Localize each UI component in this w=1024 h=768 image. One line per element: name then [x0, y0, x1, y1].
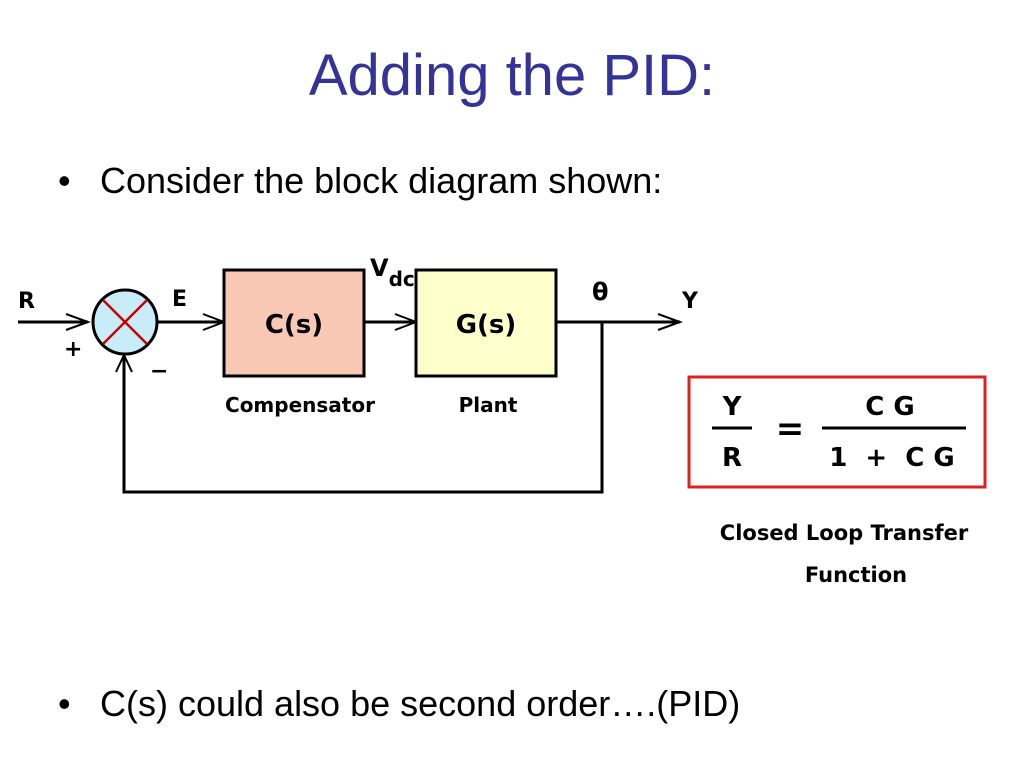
- feedback-arrow: [115, 352, 133, 373]
- slide-title: Adding the PID:: [308, 43, 716, 108]
- plant-label: G(s): [456, 310, 517, 340]
- tf-equals: =: [776, 409, 805, 449]
- compensator-caption: Compensator: [225, 393, 375, 417]
- vdc-main: V: [370, 254, 389, 282]
- bullet-dot: •: [58, 160, 71, 201]
- plant-caption: Plant: [459, 393, 518, 417]
- output-arrow: [657, 313, 683, 331]
- bullet-text: Consider the block diagram shown:: [100, 160, 663, 201]
- input-label: R: [18, 289, 35, 314]
- minus-sign: −: [150, 359, 168, 384]
- bullet-pid: • C(s) could also be second order….(PID): [58, 683, 740, 725]
- feedback-path: [122, 322, 604, 494]
- vdc-label: Vdc: [370, 254, 415, 291]
- transfer-function: Y R = C G 1 + C G: [687, 375, 987, 489]
- transfer-function-box: [687, 375, 987, 489]
- bullet-text: C(s) could also be second order….(PID): [100, 683, 741, 724]
- tf-lhs-numerator: Y: [722, 392, 743, 422]
- bullet-dot: •: [58, 683, 71, 724]
- tf-rhs-denominator: 1 + C G: [829, 443, 955, 473]
- compensator-label: C(s): [265, 310, 323, 340]
- plant-block: [414, 268, 558, 378]
- tf-lhs-denominator: R: [722, 443, 742, 473]
- output-label: Y: [681, 289, 699, 314]
- plus-sign: +: [64, 337, 82, 362]
- tf-rhs-numerator: C G: [865, 392, 914, 422]
- bullet-consider: • Consider the block diagram shown:: [58, 160, 662, 202]
- theta-label: θ: [592, 278, 609, 306]
- tf-caption-line1: Closed Loop Transfer: [720, 521, 969, 545]
- tf-caption-line2: Function: [805, 563, 907, 587]
- input-arrow: [65, 313, 91, 331]
- summing-junction: [91, 288, 159, 356]
- error-label: E: [172, 287, 187, 312]
- vdc-sub: dc: [389, 267, 415, 291]
